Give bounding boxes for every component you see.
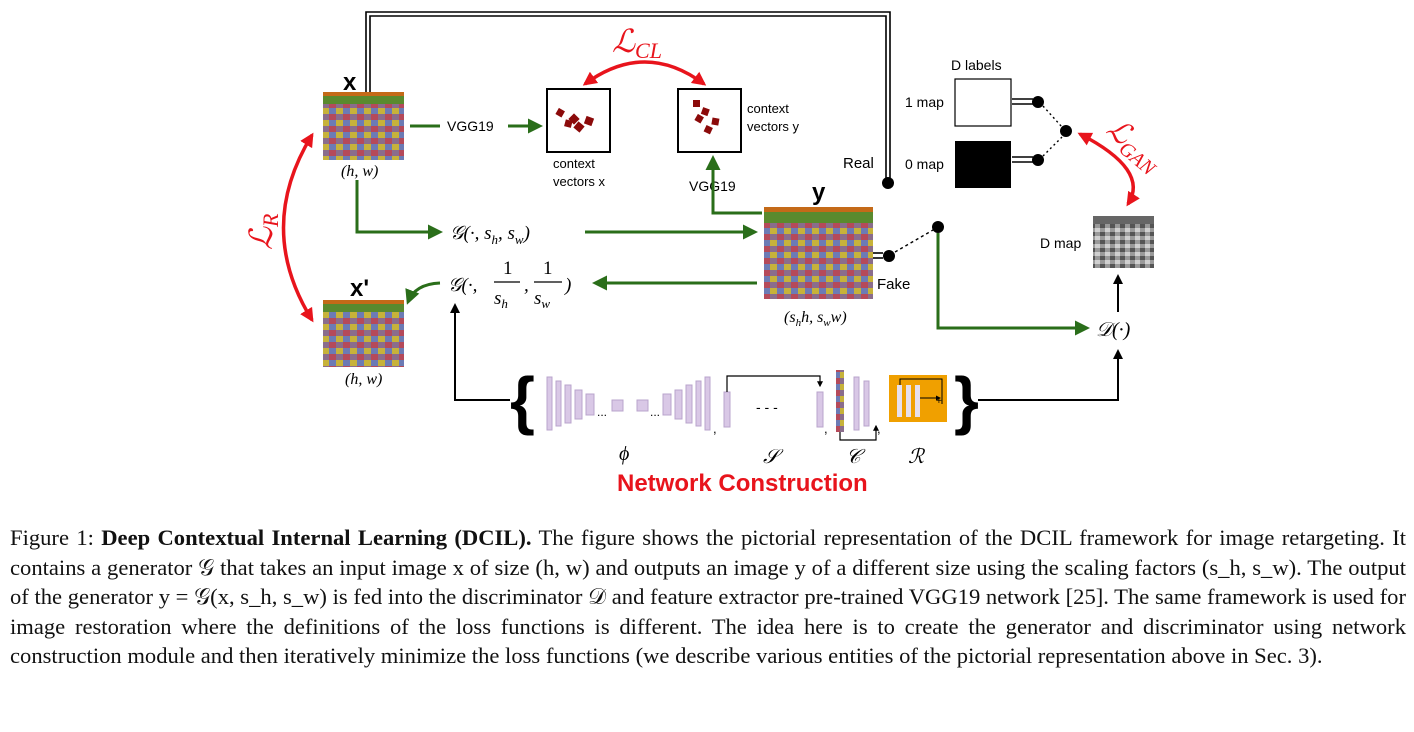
right-brace: } (954, 364, 979, 436)
context-y-line1: context (747, 101, 789, 116)
s-symbol: 𝒮 (763, 446, 784, 468)
svg-text:sh: sh (494, 288, 508, 311)
d-labels-title: D labels (951, 57, 1002, 73)
loss-r-arc (281, 132, 314, 323)
r-block: + (889, 375, 947, 422)
label-x: x (343, 69, 357, 96)
svg-text:1: 1 (543, 258, 553, 279)
svg-text:𝒢(·,: 𝒢(·, (448, 275, 477, 296)
context-y-line2: vectors y (747, 119, 800, 134)
real-path (365, 11, 891, 180)
fake-label: Fake (877, 276, 910, 293)
figure-caption: Figure 1: Deep Contextual Internal Learn… (10, 523, 1406, 671)
svg-text:+: + (936, 396, 942, 407)
real-node (882, 177, 894, 189)
output-image-y (764, 207, 873, 299)
size-hw-top: (h, w) (341, 163, 378, 180)
d-map-label: D map (1040, 235, 1081, 251)
zero-map (955, 141, 1011, 188)
label-x-prime: x' (350, 275, 369, 302)
left-brace: { (510, 364, 535, 436)
caption-prefix: Figure 1: (10, 525, 102, 550)
loss-cl-arc (582, 60, 707, 86)
c-symbol: 𝒞 (846, 446, 866, 468)
comma-2: , (824, 421, 828, 436)
map-1-label: 1 map (905, 94, 944, 110)
network-construction-title: Network Construction (617, 470, 868, 497)
d-map-image (1093, 216, 1154, 268)
r-symbol: ℛ (908, 446, 926, 468)
svg-text:): ) (564, 275, 571, 296)
loss-gan-label: ℒGAN (1098, 112, 1170, 181)
generator-forward: 𝒢(·, sh, sw) (450, 223, 530, 247)
map-0-label: 0 map (905, 156, 944, 172)
input-image-x (323, 92, 404, 160)
svg-text:1: 1 (503, 258, 513, 279)
switch-node (932, 221, 944, 233)
nc-to-discriminator-arrow (978, 349, 1123, 401)
loss-cl-label: ℒCL (612, 23, 662, 63)
s-dots: - - - (756, 399, 778, 415)
phi-dots-1: ... (597, 405, 607, 419)
context-vectors-x-box (546, 88, 611, 153)
caption-body: The figure shows the pictorial represent… (10, 525, 1406, 669)
context-x-line2: vectors x (553, 174, 606, 189)
reconstructed-image-x-prime (323, 300, 404, 367)
nc-to-generator-arrow (450, 303, 510, 401)
vgg19-bottom-arrow (705, 155, 762, 215)
comma-1: , (713, 421, 717, 436)
size-hw-bottom: (h, w) (345, 371, 382, 388)
context-vectors-y-box (677, 88, 742, 153)
svg-text:,: , (524, 275, 529, 296)
c-block (836, 370, 879, 441)
context-x-line1: context (553, 156, 595, 171)
loss-r-label: ℒR (243, 213, 283, 250)
to-discriminator-arrow (936, 233, 1090, 336)
label-switch-node (1060, 125, 1072, 137)
fake-node (883, 250, 895, 262)
svg-text:sw: sw (534, 288, 550, 311)
caption-title: Deep Contextual Internal Learning (DCIL)… (101, 525, 532, 550)
real-label: Real (843, 155, 874, 172)
loss-gan-arc (1077, 132, 1140, 207)
phi-dots-2: ... (650, 405, 660, 419)
phi-symbol: ϕ (619, 443, 629, 465)
comma-3: , (877, 421, 881, 436)
vgg19-top-label: VGG19 (447, 118, 494, 134)
size-y: (shh, sww) (784, 309, 847, 329)
phi-layers (546, 376, 711, 431)
dcil-diagram: x (h, w) Real VGG19 context vectors x co… (243, 11, 1170, 497)
context-dots-y (693, 100, 720, 135)
generator-backward: 𝒢(·, 1 sh , 1 sw ) (448, 258, 571, 311)
discriminator-label: 𝒟(·) (1096, 319, 1131, 341)
s-block (723, 375, 824, 428)
one-map (954, 78, 1012, 127)
to-generator-arrow (355, 180, 443, 240)
to-x-prime-arrow (405, 281, 441, 305)
label-y: y (812, 179, 826, 206)
